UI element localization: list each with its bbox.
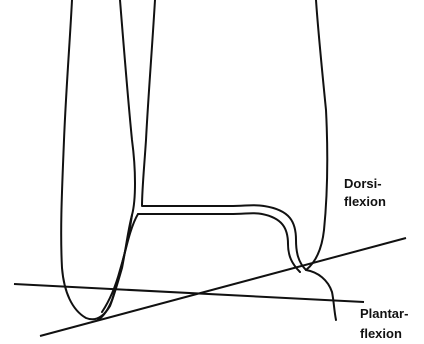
tibia-outline <box>142 0 327 270</box>
dorsiflexion-label-line1: Dorsi- <box>344 176 382 191</box>
malleolus-inner-curve <box>98 214 138 320</box>
dorsiflexion-line <box>40 238 406 336</box>
syndesmosis-line <box>102 215 132 312</box>
dorsiflexion-label-line2: flexion <box>344 194 386 209</box>
fibula-outline <box>61 0 135 319</box>
joint-line-inner <box>138 213 300 272</box>
talus-curve <box>306 270 336 320</box>
plantarflexion-label-line2: flexion <box>360 326 402 341</box>
plantarflexion-label-line1: Plantar- <box>360 306 408 321</box>
